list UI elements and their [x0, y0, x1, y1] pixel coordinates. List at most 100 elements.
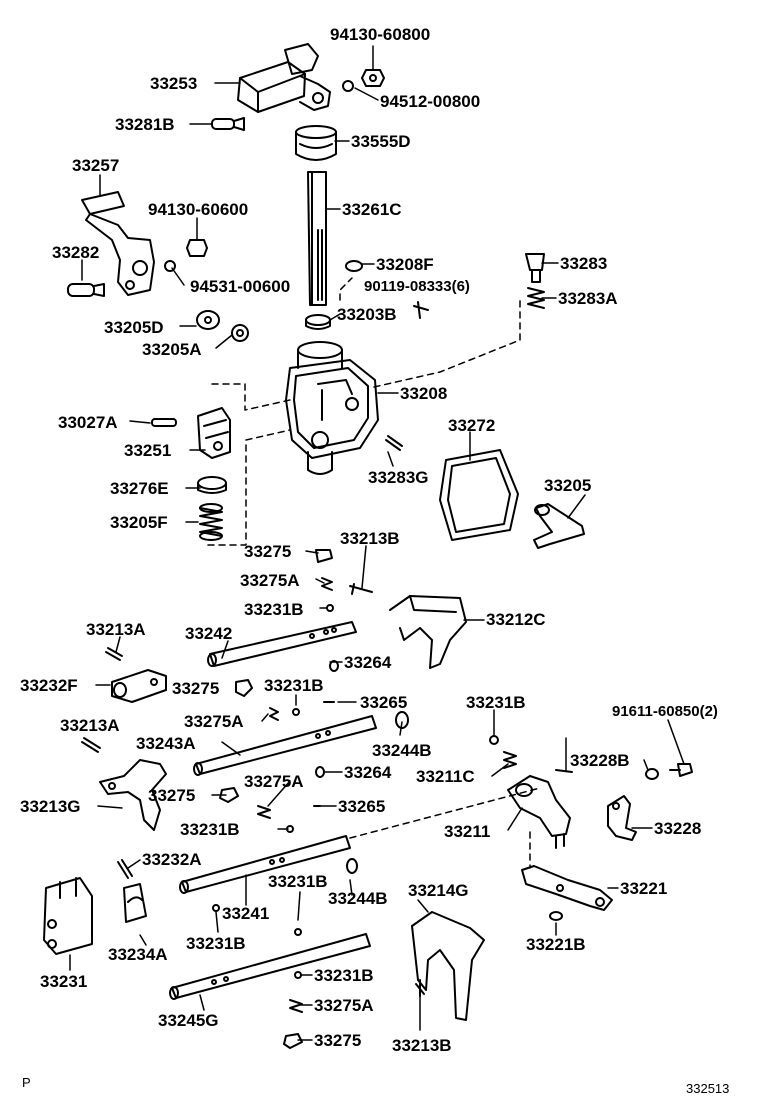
part-label: 33203B [337, 305, 397, 324]
part-33205 [533, 503, 585, 549]
part-33276E [197, 476, 227, 494]
part-33221 [521, 865, 613, 911]
part-label: 33234A [108, 945, 168, 964]
part-33275A-2 [257, 805, 271, 819]
part-33205A [231, 324, 249, 342]
part-label: 33213B [392, 1036, 452, 1055]
part-33555D [295, 125, 337, 161]
part-label: 33283A [558, 289, 618, 308]
part-33261C [307, 171, 327, 306]
part-33264-1 [329, 660, 339, 672]
part-33214G [411, 911, 485, 1021]
part-33275-lower [219, 787, 239, 803]
part-33231B-6 [294, 928, 302, 936]
part-label: 33275 [172, 679, 220, 698]
part-33213A-3 [555, 769, 573, 773]
part-33253 [237, 43, 331, 113]
part-33211C [503, 751, 517, 769]
part-label: 33275A [314, 996, 374, 1015]
part-label: 33275A [244, 772, 304, 791]
part-33283A [527, 287, 545, 309]
part-33213B-lower [415, 979, 425, 997]
part-33231B-2 [292, 708, 300, 716]
part-label: 94130-60600 [148, 200, 249, 219]
part-label: 33231B [314, 966, 374, 985]
part-label: 33283G [368, 468, 429, 487]
part-label: 33205F [110, 513, 168, 532]
part-33208F [345, 260, 363, 272]
part-label: 33211 [444, 822, 491, 841]
part-label: 33221B [526, 935, 586, 954]
part-33203B [305, 314, 331, 330]
part-label: 33212C [486, 610, 546, 629]
part-33231B-5 [212, 904, 220, 912]
part-33208 [285, 341, 379, 475]
part-33205F [199, 503, 223, 541]
part-33231B-4 [286, 825, 294, 833]
part-label: 94130-60800 [330, 25, 431, 44]
part-label: 33221 [620, 879, 668, 898]
part-33281B [211, 117, 245, 131]
part-33264-2 [315, 766, 325, 778]
part-label: 33214G [408, 881, 469, 900]
part-label: 33228B [570, 751, 630, 770]
part-33212C [389, 595, 467, 669]
part-label: 33261C [342, 200, 402, 219]
part-33244B-1 [395, 711, 409, 729]
part-33228B [645, 768, 659, 780]
dashed-guides [207, 277, 541, 869]
part-label: 33205A [142, 340, 202, 359]
part-label: 33244B [328, 889, 388, 908]
part-label: 33555D [351, 132, 411, 151]
part-label: 33231 [40, 972, 88, 991]
part-label: 33275 [148, 786, 196, 805]
part-33234A [123, 883, 147, 923]
part-33275A-1 [269, 707, 279, 721]
part-label: 33264 [344, 763, 392, 782]
part-label: 33241 [222, 904, 270, 923]
part-33205D [196, 310, 220, 330]
part-33282 [67, 283, 105, 297]
part-33272 [439, 449, 519, 541]
part-label: 33213G [20, 797, 81, 816]
part-33242 [207, 621, 357, 667]
part-33213G [99, 759, 167, 831]
part-33232A [117, 859, 133, 879]
part-33275-upper [315, 549, 333, 563]
part-label: 33281B [115, 115, 175, 134]
part-33275-mid [235, 679, 253, 697]
part-33283 [525, 253, 545, 283]
part-33232F [111, 669, 167, 703]
part-label: 33231B [180, 820, 240, 839]
part-33251 [197, 407, 231, 459]
part-33213A-1 [105, 647, 123, 661]
part-label: 33257 [72, 156, 120, 175]
part-33244B-2 [346, 858, 358, 874]
part-33231B-1 [326, 604, 334, 612]
part-label: 33265 [338, 797, 386, 816]
part-33231B-7 [294, 971, 302, 979]
part-label: 33275A [184, 712, 244, 731]
part-33213A-2 [81, 737, 101, 753]
part-label: 33276E [110, 479, 169, 498]
part-label: 33211C [416, 767, 475, 786]
part-label: 33231B [264, 676, 324, 695]
footer-diagram-number: 332513 [686, 1081, 730, 1096]
part-label: 33275A [240, 571, 300, 590]
part-label: 33283 [560, 254, 608, 273]
part-label: 33253 [150, 74, 198, 93]
part-33275A-upper [321, 577, 333, 591]
part-label: 33232A [142, 850, 202, 869]
footer-left-code: P [22, 1075, 31, 1090]
part-label: 33208 [400, 384, 448, 403]
part-label: 90119-08333(6) [364, 278, 470, 295]
part-33275-bottom [283, 1033, 303, 1049]
part-label: 33242 [185, 624, 233, 643]
part-label: 33213A [60, 716, 120, 735]
part-33221B [549, 911, 563, 921]
part-label: 33231B [466, 693, 526, 712]
part-label: 94512-00800 [380, 92, 481, 111]
part-label: 33275 [314, 1031, 362, 1050]
